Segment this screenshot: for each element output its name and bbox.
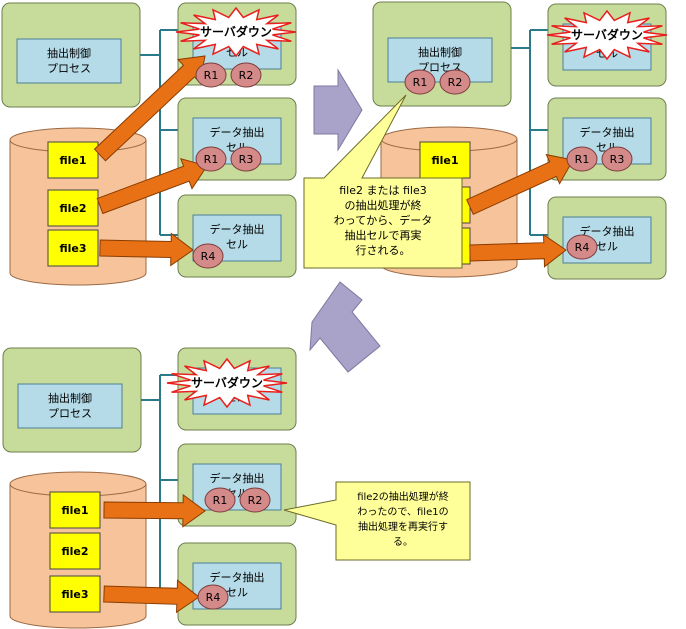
record-r4-c-label: R4 bbox=[201, 250, 216, 263]
extract-arrow-file3-c bbox=[103, 579, 200, 614]
record-r2-d-label: R2 bbox=[448, 76, 463, 89]
flow-arrow-right bbox=[313, 68, 363, 152]
file1-box-label: file1 bbox=[59, 154, 86, 167]
record-r4-h-label: R4 bbox=[206, 591, 221, 604]
file3-box-3-label: file3 bbox=[61, 588, 88, 601]
file3-box-label: file3 bbox=[59, 242, 86, 255]
flow-arrow-down-left bbox=[309, 281, 381, 373]
file3-box bbox=[47, 229, 99, 267]
scenario-panel-1: 抽出制御プロセスデータ抽出セルデータ抽出セルデータ抽出セルfile1file2f… bbox=[1, 2, 297, 286]
control-process-label: 抽出制御プロセス bbox=[47, 46, 91, 75]
file1-box-2-label: file1 bbox=[431, 154, 458, 167]
record-r1-d bbox=[404, 69, 436, 95]
server-down-burst-1-label: サーバダウン bbox=[200, 24, 272, 39]
record-r4-c bbox=[192, 243, 224, 269]
server-down-burst-2: サーバダウン bbox=[546, 9, 668, 61]
record-r1-a bbox=[195, 62, 227, 88]
record-r1-b-label: R1 bbox=[204, 153, 219, 166]
record-r2-a bbox=[230, 62, 262, 88]
record-r1-e-label: R1 bbox=[575, 153, 590, 166]
callout-panel3-text: file2の抽出処理が終わったので、file1の抽出処理を再実行する。 bbox=[357, 490, 449, 548]
extract-arrow-file2-b bbox=[466, 153, 574, 215]
cell-panel-6-label: データ抽出セル bbox=[580, 224, 635, 253]
record-r2-a-label: R2 bbox=[239, 69, 254, 82]
record-r1-e bbox=[566, 146, 598, 172]
record-r1-b bbox=[195, 146, 227, 172]
record-r4-h bbox=[197, 584, 229, 610]
record-r3-e-label: R3 bbox=[610, 153, 625, 166]
record-r2-g bbox=[239, 487, 271, 513]
extract-arrow-file1-c bbox=[103, 493, 206, 528]
record-r1-g bbox=[204, 487, 236, 513]
callout-panel3-bubble bbox=[283, 481, 471, 561]
control-process-box bbox=[16, 38, 122, 84]
record-r2-g-label: R2 bbox=[248, 494, 263, 507]
record-r1-d-label: R1 bbox=[413, 76, 428, 89]
record-r1-a-label: R1 bbox=[204, 69, 219, 82]
file1-box-2 bbox=[419, 141, 471, 179]
file2-box-label: file2 bbox=[59, 202, 86, 215]
extract-arrow-file1 bbox=[93, 55, 206, 162]
record-r4-f-label: R4 bbox=[575, 241, 590, 254]
control-process-label: 抽出制御プロセス bbox=[48, 391, 92, 420]
file2-box bbox=[47, 189, 99, 227]
scenario-panel-2: 抽出制御プロセスデータ抽出セルデータ抽出セルデータ抽出セルfile1file2f… bbox=[303, 1, 668, 280]
extract-arrow-file3-b bbox=[469, 233, 567, 268]
record-r3-e bbox=[601, 146, 633, 172]
file2-box-3 bbox=[49, 532, 101, 570]
cell-panel-9-label: データ抽出セル bbox=[210, 570, 265, 599]
control-process-box bbox=[17, 383, 123, 429]
extract-arrow-file2 bbox=[96, 157, 208, 215]
record-r3-b bbox=[230, 146, 262, 172]
control-process-box bbox=[387, 37, 493, 83]
record-r2-d bbox=[439, 69, 471, 95]
server-down-burst-1: サーバダウン bbox=[175, 6, 297, 58]
server-down-burst-3-label: サーバダウン bbox=[191, 375, 263, 390]
scenario-panel-3: 抽出制御プロセスデータ抽出セルデータ抽出セルデータ抽出セルfile1file2f… bbox=[2, 347, 471, 629]
record-r4-f bbox=[566, 234, 598, 260]
server-down-burst-2-label: サーバダウン bbox=[571, 27, 643, 42]
callout-panel2-bubble bbox=[303, 94, 463, 269]
server-down-burst-3: サーバダウン bbox=[166, 357, 288, 409]
file3-box-3 bbox=[49, 575, 101, 613]
cell-panel-3-label: データ抽出セル bbox=[210, 222, 265, 251]
extract-arrow-file3 bbox=[99, 232, 194, 267]
record-r3-b-label: R3 bbox=[239, 153, 254, 166]
record-r1-g-label: R1 bbox=[213, 494, 228, 507]
file2-box-3-label: file2 bbox=[61, 545, 88, 558]
file1-box-3-label: file1 bbox=[61, 504, 88, 517]
file1-box-3 bbox=[49, 491, 101, 529]
file1-box bbox=[47, 141, 99, 179]
